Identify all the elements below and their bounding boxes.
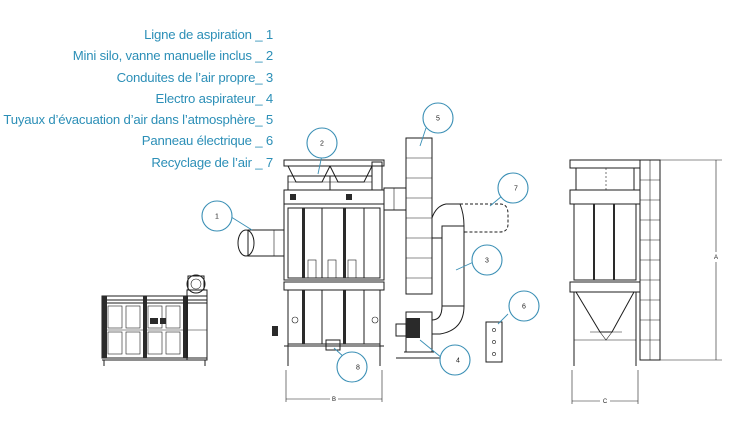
legend-item-5: Tuyaux d’évacuation d’air dans l’atmosph… (3, 112, 273, 128)
callout-leaders (227, 127, 509, 359)
legend-item-4: Electro aspirateur_ 4 (155, 90, 274, 106)
callout-1: 1 (201, 200, 233, 232)
legend-item-7: Recyclage de l’air _ 7 (151, 154, 273, 170)
callout-2-label: 2 (320, 141, 324, 148)
callout-6: 6 (508, 290, 540, 322)
front-filter-view (237, 159, 385, 403)
legend-item-1: Ligne de aspiration _ 1 (144, 27, 273, 42)
small-unit-view (101, 274, 208, 366)
callout-8-label: 8 (356, 365, 360, 372)
legend-item-2: Mini silo, vanne manuelle inclus _ 2 (72, 48, 273, 64)
callout-3: 3 (471, 244, 503, 276)
dimension-a-label: A (714, 255, 718, 261)
dimension-b-label: B (332, 397, 336, 403)
callout-2: 2 (306, 127, 338, 159)
side-filter-view (569, 159, 722, 405)
dimension-c-label: C (603, 399, 608, 405)
callout-4: 4 (439, 344, 471, 376)
ducting-view (383, 137, 509, 363)
legend-item-6: Panneau électrique _ 6 (141, 133, 273, 149)
legend-item-3: Conduites de l’air propre_ 3 (116, 69, 274, 85)
callout-1-label: 1 (215, 214, 219, 221)
callout-6-label: 6 (522, 304, 526, 311)
callout-7: 7 (497, 172, 529, 204)
legend: Ligne de aspiration _ 1 Mini silo, vanne… (0, 24, 273, 173)
callout-5-label: 5 (436, 116, 440, 123)
callout-4-label: 4 (456, 358, 460, 365)
callout-3-label: 3 (485, 258, 489, 265)
callout-5: 5 (422, 102, 454, 134)
callout-7-label: 7 (514, 186, 518, 193)
callout-8: 8 (336, 351, 368, 383)
